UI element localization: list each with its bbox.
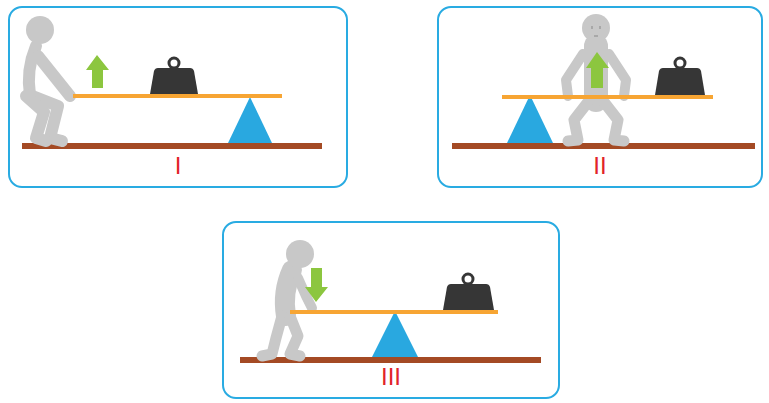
lever-second-class [452, 14, 755, 149]
panel-numeral: II [593, 153, 606, 179]
lever-third-class [240, 240, 541, 363]
lever-panel: I [8, 6, 348, 188]
panel-numeral: III [381, 364, 401, 390]
panel-numeral: I [175, 153, 182, 179]
lever-first-class [22, 16, 322, 149]
lever-panel: III [222, 221, 560, 399]
lever-panel: II [437, 6, 763, 188]
